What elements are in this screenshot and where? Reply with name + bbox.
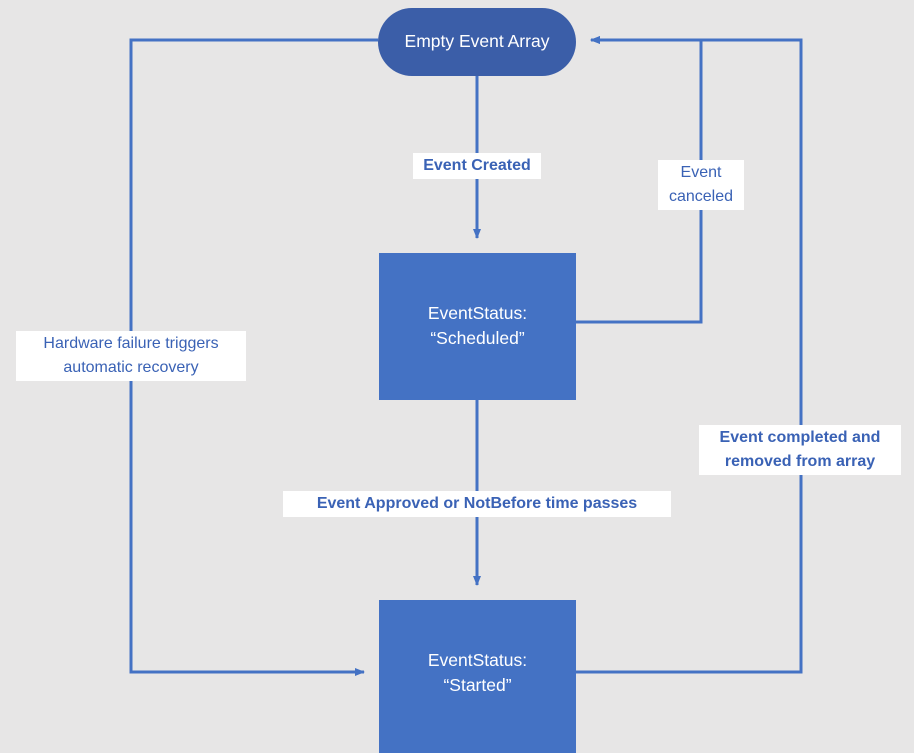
node-event-status-scheduled[interactable] [379, 253, 576, 400]
node-event-status-started[interactable] [379, 600, 576, 753]
edge-label-event-approved: Event Approved or NotBefore time passes [283, 491, 671, 517]
node-empty-event-array[interactable] [378, 8, 576, 76]
edge-line-event-completed [576, 36, 803, 674]
edge-label-event-created: Event Created [413, 153, 541, 179]
edge-label-hardware-failure: Hardware failure triggers automatic reco… [16, 331, 246, 381]
edge-label-event-completed: Event completed and removed from array [699, 425, 901, 475]
edge-label-event-canceled: Event canceled [658, 160, 744, 210]
